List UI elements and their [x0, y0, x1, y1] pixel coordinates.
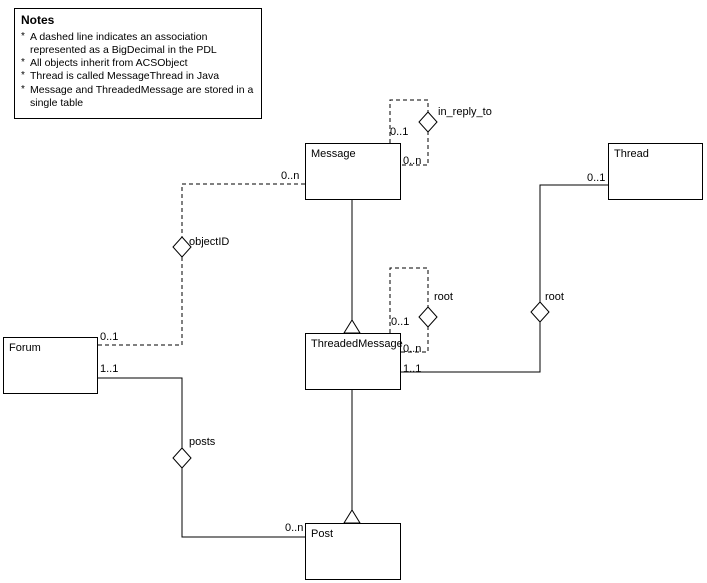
multiplicity-posts-post: 0..n [285, 522, 304, 534]
multiplicity-objectid-forum: 0..1 [100, 331, 119, 343]
notes-box: Notes * A dashed line indicates an assoc… [14, 8, 262, 119]
diamond-thread-root [530, 301, 550, 323]
edge-root-self [389, 267, 429, 353]
edge-in-reply-to [389, 99, 429, 166]
class-name: Thread [614, 148, 649, 160]
diamond-root-self [418, 306, 438, 328]
class-name: Forum [9, 342, 41, 354]
multiplicity-root-self-target: 0..n [403, 343, 422, 355]
class-name: Message [311, 148, 356, 160]
class-box-message: Message [305, 143, 401, 200]
class-name: ThreadedMessage [311, 338, 403, 350]
edge-posts [98, 377, 305, 538]
multiplicity-in-reply-to-target: 0..n [403, 155, 422, 167]
multiplicity-in-reply-to-source: 0..1 [390, 126, 409, 138]
class-name: Post [311, 528, 334, 540]
note-item: * A dashed line indicates an association… [21, 31, 255, 57]
bullet-icon: * [21, 70, 25, 82]
triangle-generalization-post [343, 509, 361, 524]
diamond-posts [172, 447, 192, 469]
multiplicity-thread-root-threadedmessage: 1..1 [403, 363, 422, 375]
diamond-in-reply-to [418, 111, 438, 133]
class-box-post: Post [305, 523, 401, 580]
note-text: Thread is called MessageThread in Java [30, 70, 220, 83]
note-item: * All objects inherit from ACSObject [21, 57, 255, 70]
edge-thread-root [401, 184, 608, 373]
note-text: Message and ThreadedMessage are stored i… [30, 83, 254, 109]
note-item: * Thread is called MessageThread in Java [21, 70, 255, 83]
triangle-generalization-threadedmessage [343, 319, 361, 334]
edge-label-in-reply-to: in_reply_to [438, 106, 492, 118]
bullet-icon: * [21, 31, 25, 42]
multiplicity-objectid-message: 0..n [281, 170, 300, 182]
class-box-thread: Thread [608, 143, 703, 200]
multiplicity-root-self-source: 0..1 [391, 316, 410, 328]
class-box-forum: Forum [3, 337, 98, 394]
edge-label-thread-root: root [545, 291, 564, 303]
note-item: * Message and ThreadedMessage are stored… [21, 84, 255, 110]
note-text: A dashed line indicates an association r… [30, 31, 217, 57]
multiplicity-posts-forum: 1..1 [100, 363, 119, 375]
edge-label-objectid: objectID [189, 236, 230, 248]
edge-label-root-self: root [434, 291, 453, 303]
edge-objectid [98, 183, 305, 346]
note-text: All objects inherit from ACSObject [30, 57, 188, 70]
edge-label-posts: posts [189, 436, 216, 448]
multiplicity-thread-root-thread: 0..1 [587, 172, 606, 184]
notes-title: Notes [21, 13, 55, 27]
bullet-icon: * [21, 57, 25, 69]
diamond-objectid [172, 236, 192, 258]
bullet-icon: * [21, 83, 25, 95]
class-box-threadedmessage: ThreadedMessage [305, 333, 403, 390]
